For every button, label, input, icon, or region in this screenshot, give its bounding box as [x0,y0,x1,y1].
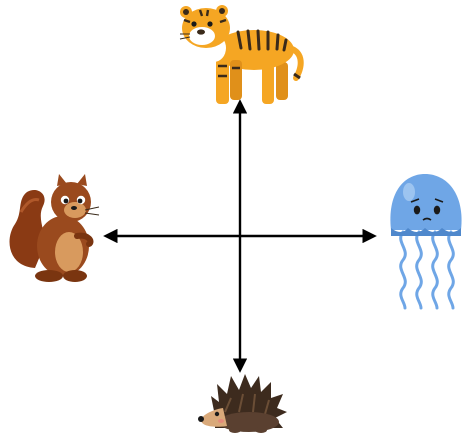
hedgehog-icon [195,372,287,434]
tiger-icon [170,2,305,110]
jellyfish-icon [385,170,466,315]
squirrel-icon [5,172,105,284]
